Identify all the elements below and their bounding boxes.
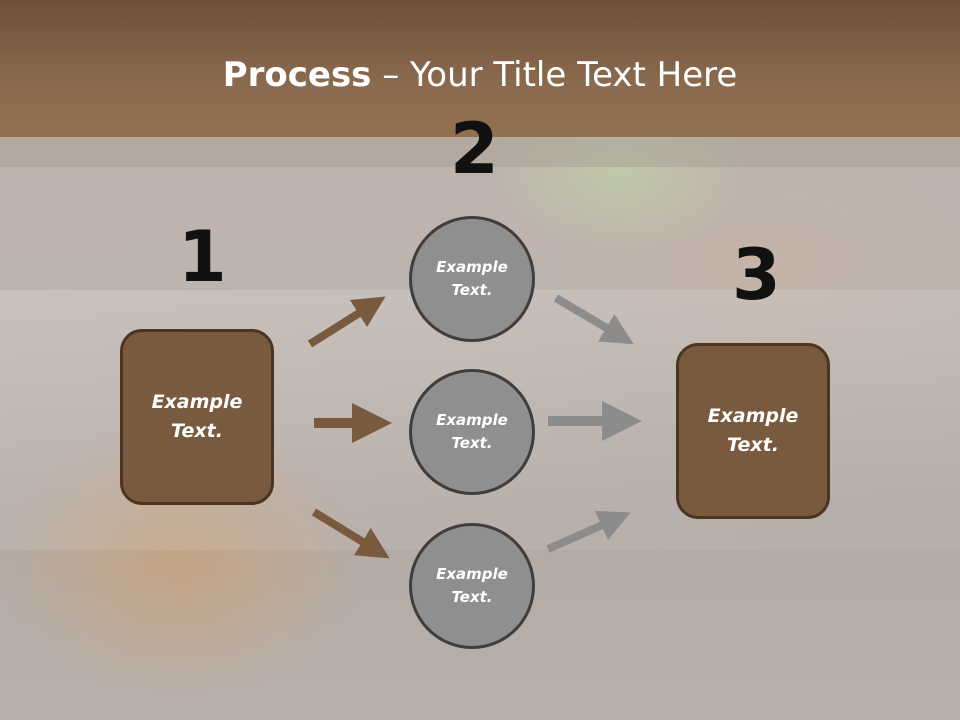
step-2-circle-middle: Example Text. [409, 369, 535, 495]
arrow-box1-to-circle3 [311, 508, 390, 559]
step-number-1: 1 [178, 216, 227, 298]
step-3-box: Example Text. [676, 343, 830, 519]
step-3-text-line1: Example [707, 405, 799, 427]
slide-title: Process – Your Title Text Here [0, 55, 960, 95]
step-1-text-line2: Text. [171, 420, 223, 442]
slide-title-bold: Process [222, 55, 372, 95]
title-bar [0, 0, 960, 137]
arrow-circle3-to-box3 [546, 510, 631, 553]
step-number-3: 3 [732, 234, 781, 316]
slide-title-rest: – Your Title Text Here [371, 55, 738, 95]
step-3-text-line2: Text. [727, 434, 779, 456]
arrow-circle1-to-box3 [553, 294, 634, 345]
circle-2-text-line2: Text. [451, 434, 493, 452]
circle-1-text-line2: Text. [451, 281, 493, 299]
arrow-box1-to-circle1 [307, 296, 386, 348]
circle-2-text-line1: Example [436, 411, 508, 429]
step-2-circle-bottom: Example Text. [409, 523, 535, 649]
step-number-2: 2 [450, 108, 499, 190]
circle-3-text-line1: Example [436, 565, 508, 583]
step-1-text-line1: Example [151, 391, 243, 413]
title-bar-shadow-strip [0, 137, 960, 167]
step-1-box: Example Text. [120, 329, 274, 505]
step-2-circle-top: Example Text. [409, 216, 535, 342]
circle-1-text-line1: Example [436, 258, 508, 276]
circle-3-text-line2: Text. [451, 588, 493, 606]
